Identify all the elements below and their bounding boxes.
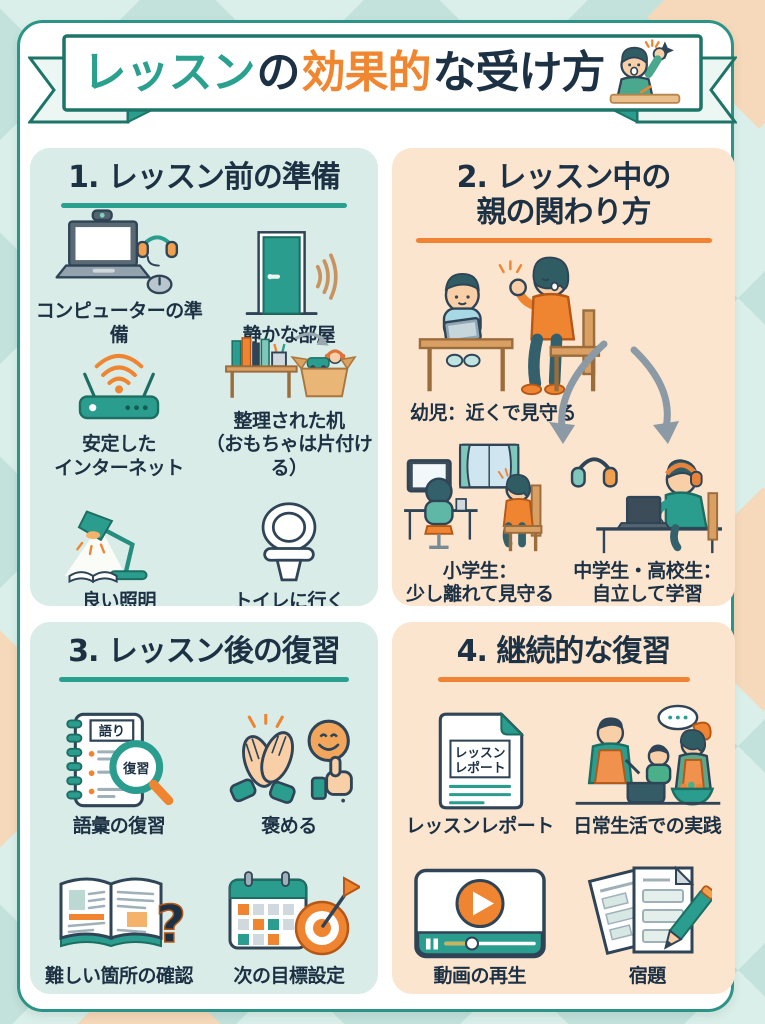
title-part-lesson: レッスン <box>82 47 256 98</box>
family-cooking-icon <box>568 704 726 812</box>
scene-label: 小学生： 少し離れて見守る <box>406 559 554 605</box>
tidy-desk-icon <box>205 321 373 407</box>
svg-text:レポート: レポート <box>454 760 505 775</box>
wifi-router-icon <box>58 344 180 430</box>
panel4-title: 4. 継続的な復習 <box>456 634 672 669</box>
panel-continuous-review: 4. 継続的な復習 レッスン レポート レッスンレポート <box>392 622 735 994</box>
quiet-door-icon <box>229 229 349 321</box>
item-video-replay: 動画の再生 <box>396 838 564 988</box>
item-vocab-review: 語り 復習 語彙の復習 <box>34 688 204 838</box>
scene-label: 幼児：近くで見守る <box>410 401 576 424</box>
video-player-icon <box>410 866 550 962</box>
toddler-with-parent-scene <box>418 256 601 395</box>
toilet-icon <box>237 499 341 587</box>
calendar-target-icon <box>218 866 360 962</box>
svg-text:復習: 復習 <box>122 760 149 777</box>
item-goal-setting: 次の目標設定 <box>204 838 374 988</box>
item-difficult-check: ? 難しい箇所の確認 <box>34 838 204 988</box>
laptop-headset-icon <box>42 209 197 297</box>
title-part-no: の <box>256 47 301 98</box>
item-stable-internet: 安定した インターネット <box>34 347 204 480</box>
item-label: レッスンレポート <box>405 814 555 837</box>
item-label: 安定した インターネット <box>54 433 184 479</box>
title-part-how-to: な受け方 <box>432 47 606 98</box>
title-part-effective: 効果的 <box>301 47 432 98</box>
panel1-title: 1. レッスン前の準備 <box>68 160 341 195</box>
scene-teen: 中学生・高校生： 自立して学習 <box>564 439 732 606</box>
item-label: コンピューターの準備 <box>35 300 203 346</box>
item-good-lighting: 良い照明 <box>34 480 204 606</box>
item-label: 整理された机 （おもちゃは片付ける） <box>205 410 373 479</box>
title-banner: レッスン の 効果的 な受け方 <box>28 34 737 136</box>
item-label: 宿題 <box>628 964 667 987</box>
item-go-toilet: トイレに行く <box>204 480 374 606</box>
svg-text:語り: 語り <box>99 722 125 739</box>
praise-icon <box>217 713 362 812</box>
item-tidy-desk: 整理された机 （おもちゃは片付ける） <box>204 332 374 480</box>
lesson-report-icon: レッスン レポート <box>424 710 536 812</box>
item-computer-prep: コンピューターの準備 <box>34 209 204 347</box>
elementary-student-scene <box>403 443 543 551</box>
homework-icon <box>582 862 713 962</box>
item-label: 褒める <box>261 814 317 837</box>
item-label: 難しい箇所の確認 <box>44 964 194 987</box>
notebook-magnifier-icon: 語り 復習 <box>53 710 185 812</box>
item-label: 動画の再生 <box>433 964 526 987</box>
item-lesson-report: レッスン レポート レッスンレポート <box>396 688 564 838</box>
panel1-underline <box>61 202 347 208</box>
panel4-underline <box>437 676 690 682</box>
item-daily-practice: 日常生活での実践 <box>564 688 732 838</box>
panel3-title: 3. レッスン後の復習 <box>68 634 341 669</box>
panel2-title: 2. レッスン中の 親の関わり方 <box>456 160 672 230</box>
page-title: レッスン の 効果的 な受け方 <box>64 36 701 110</box>
scene-toddler: 幼児：近くで見守る <box>404 247 735 425</box>
item-homework: 宿題 <box>564 838 732 988</box>
item-label: 次の目標設定 <box>233 964 345 987</box>
svg-text:?: ? <box>156 895 186 955</box>
ribbon-shape <box>28 34 737 124</box>
panel-during-lesson: 2. レッスン中の 親の関わり方 <box>392 148 735 606</box>
teen-independent-scene <box>571 457 723 553</box>
desk-lamp-icon <box>44 499 194 587</box>
item-label: 良い照明 <box>81 589 157 606</box>
cheering-student-icon <box>609 39 680 104</box>
svg-text:レッスン: レッスン <box>454 745 505 760</box>
book-question-icon: ? <box>48 870 190 962</box>
item-label: 日常生活での実践 <box>573 814 722 837</box>
item-label: トイレに行く <box>233 589 345 606</box>
item-praise: 褒める <box>204 688 374 838</box>
panel2-underline <box>415 237 712 243</box>
scene-elementary: 小学生： 少し離れて見守る <box>396 439 564 606</box>
panel3-underline <box>59 676 349 682</box>
scene-label: 中学生・高校生： 自立して学習 <box>573 559 722 605</box>
item-label: 語彙の復習 <box>72 814 166 837</box>
panel-after-lesson: 3. レッスン後の復習 語り <box>30 622 378 994</box>
panel-before-lesson: 1. レッスン前の準備 <box>30 148 378 606</box>
